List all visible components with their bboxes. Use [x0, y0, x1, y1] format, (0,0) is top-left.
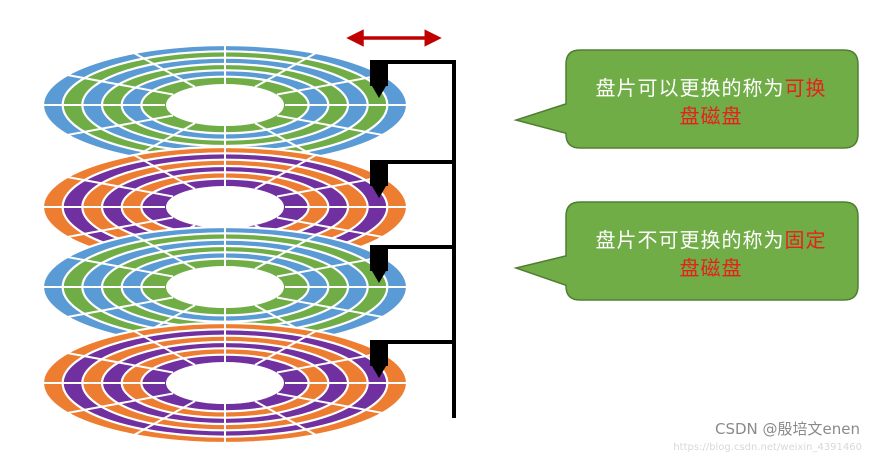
callout-fixed-bubble [513, 201, 859, 301]
sector-line [67, 352, 174, 374]
callout-fixed-highlight-2: 盘磁盘 [679, 256, 743, 280]
platter-3 [41, 225, 409, 349]
sector-line [67, 114, 174, 136]
callout-removable-plain: 盘片可以更换的称为 [595, 76, 785, 100]
sector-line [67, 176, 174, 198]
platter-stack [41, 43, 409, 445]
sector-line [276, 392, 383, 414]
spindle-hole [166, 84, 284, 126]
sector-line [67, 74, 174, 96]
spindle-hole [166, 266, 284, 308]
sector-line [254, 234, 317, 270]
sector-line [276, 176, 383, 198]
sector-line [254, 52, 317, 88]
sector-line [133, 154, 196, 190]
sector-line [67, 392, 174, 414]
callout-group [513, 49, 859, 301]
callout-fixed-plain: 盘片不可更换的称为 [595, 228, 785, 252]
platter-4 [41, 321, 409, 445]
sector-line [67, 296, 174, 318]
sector-line [276, 114, 383, 136]
sector-line [133, 330, 196, 366]
sector-line [133, 52, 196, 88]
sector-line [276, 352, 383, 374]
read-write-head-icon [370, 160, 388, 198]
sector-line [276, 256, 383, 278]
read-write-head-icon [370, 245, 388, 283]
platter-1 [41, 43, 409, 167]
read-write-head-icon [370, 60, 388, 98]
callout-fixed-highlight: 固定 [784, 228, 827, 252]
sector-line [254, 400, 317, 436]
read-write-head-icon [370, 340, 388, 378]
actuator-arm-assembly [370, 60, 456, 418]
spindle-hole [166, 362, 284, 404]
sector-line [276, 216, 383, 238]
sector-line [254, 122, 317, 158]
callout-removable-highlight-2: 盘磁盘 [679, 104, 743, 128]
callout-removable-text: 盘片可以更换的称为可换 盘磁盘 [572, 74, 850, 130]
spindle-hole [166, 186, 284, 228]
sector-line [254, 330, 317, 366]
sector-line [133, 234, 196, 270]
sector-line [67, 216, 174, 238]
watermark-url: https://blog.csdn.net/weixin_4391460 [673, 442, 862, 453]
watermark-label: CSDN @殷培文enen [714, 420, 860, 438]
callout-removable-highlight: 可换 [784, 76, 827, 100]
sector-line [133, 122, 196, 158]
sector-line [133, 400, 196, 436]
sector-line [254, 154, 317, 190]
sector-line [276, 296, 383, 318]
callout-fixed-text: 盘片不可更换的称为固定 盘磁盘 [572, 226, 850, 282]
sector-line [67, 256, 174, 278]
callout-removable-bubble [513, 49, 859, 149]
sector-line [276, 74, 383, 96]
